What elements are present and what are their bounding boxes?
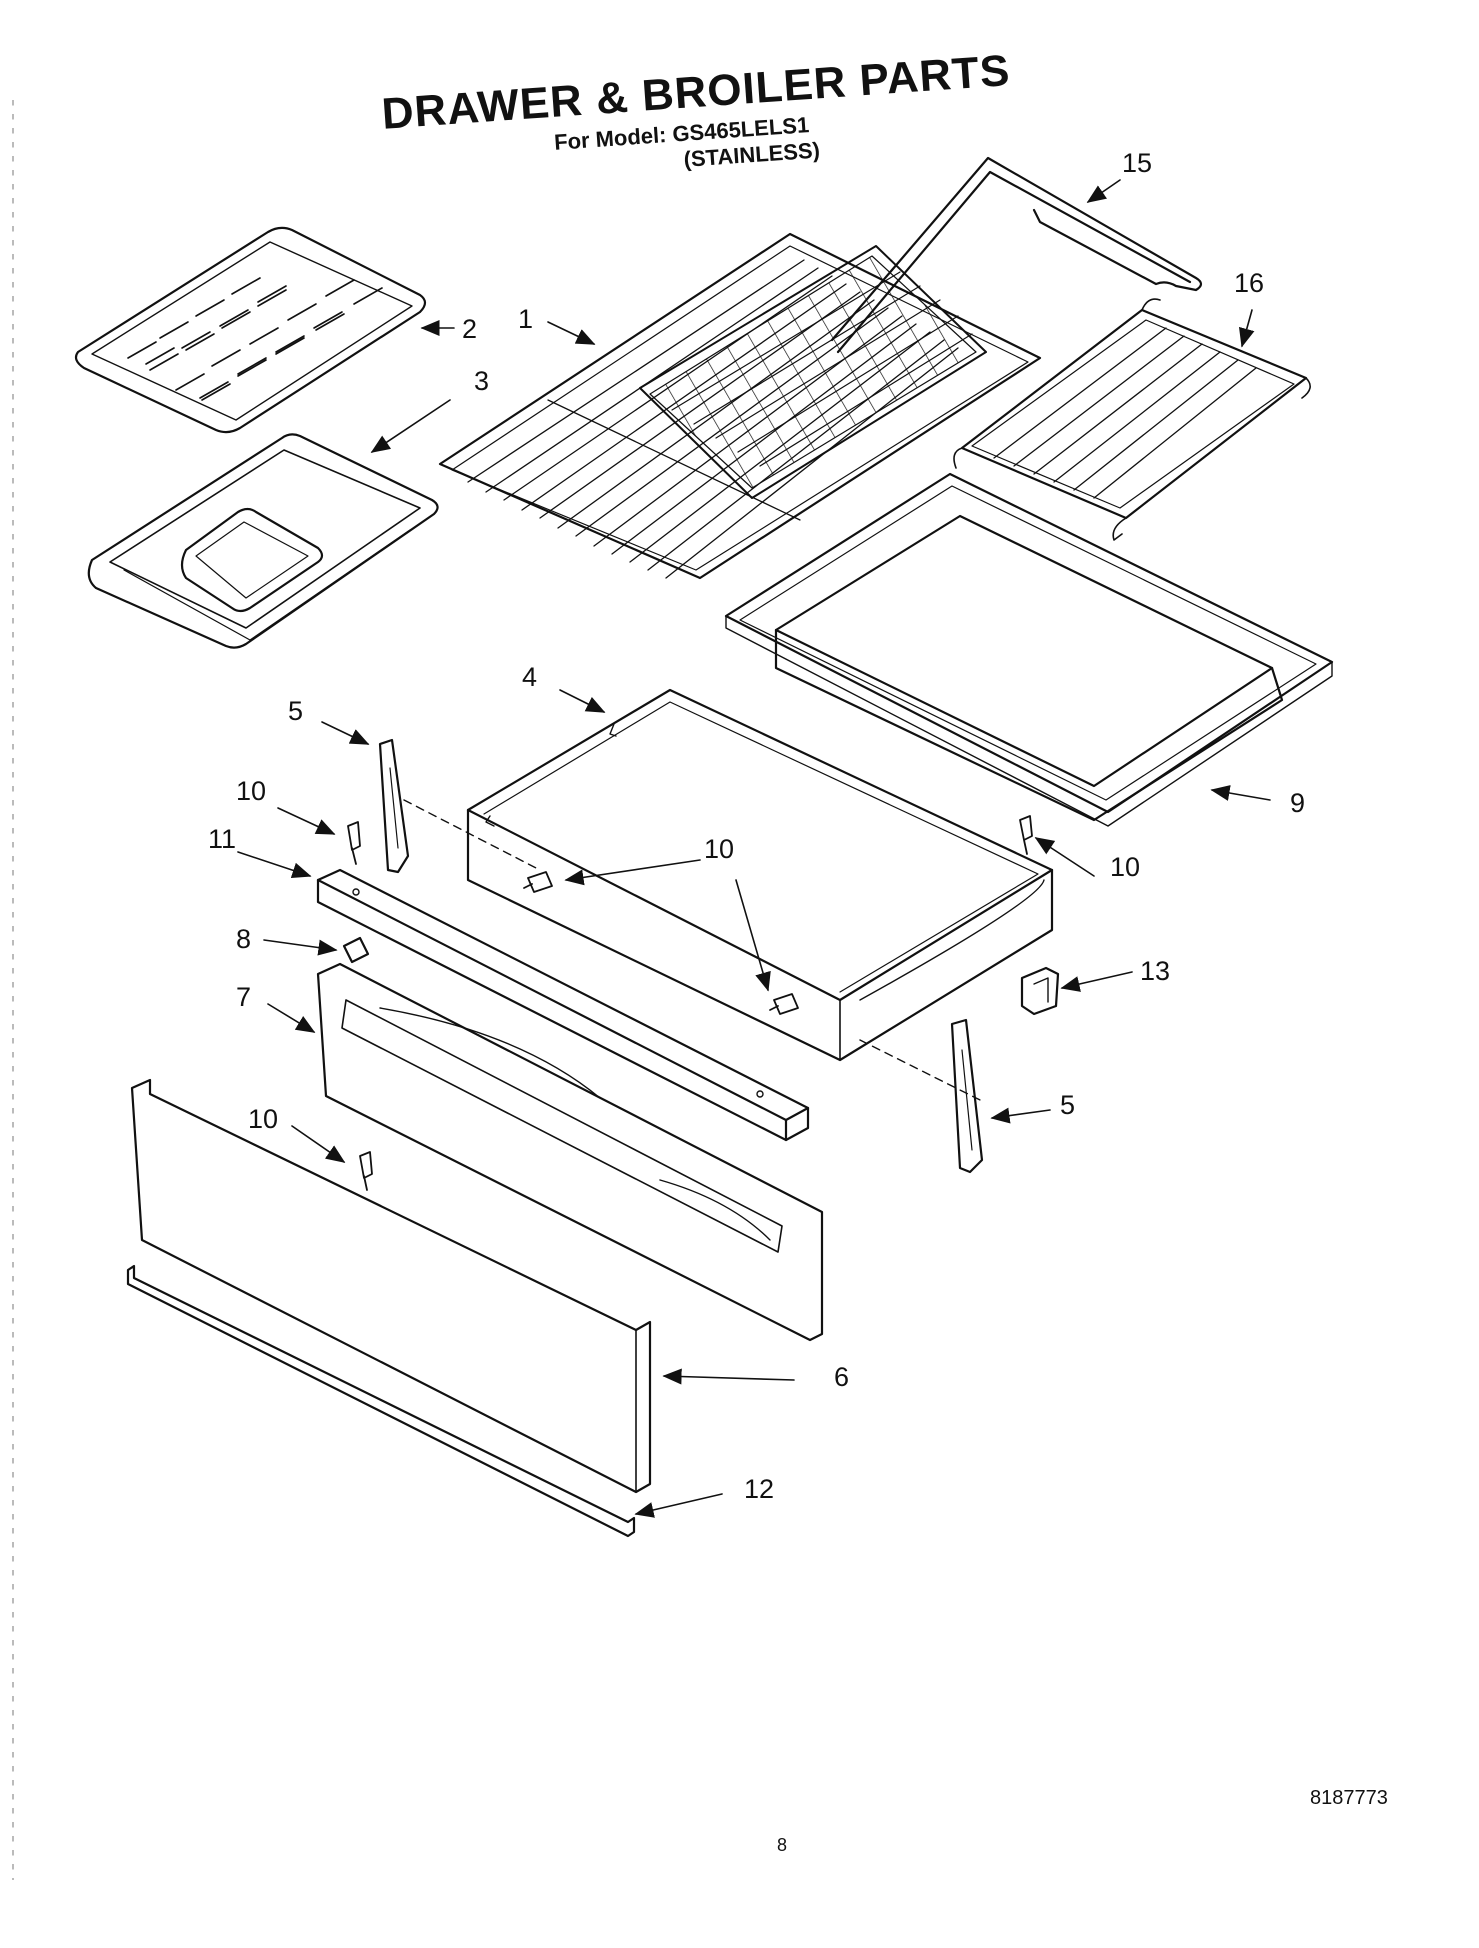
callout-10-center: 10 (704, 834, 735, 864)
document-number: 8187773 (1310, 1787, 1388, 1809)
part-16-wire-rack (953, 298, 1311, 541)
callout-12: 12 (744, 1474, 775, 1504)
part-5-drawer-slide-left (378, 738, 410, 874)
page-number: 8 (777, 1835, 788, 1855)
part-11-front-rail (316, 868, 810, 1142)
assembly-hidden-lines (403, 799, 981, 1101)
part-7-drawer-inner-panel (316, 962, 824, 1342)
callout-11: 11 (208, 824, 237, 854)
callout-15: 15 (1122, 148, 1153, 178)
part-3-broiler-pan (87, 433, 439, 649)
part-15-rack-rail (830, 156, 1203, 354)
callout-7: 7 (236, 982, 252, 1012)
part-9-drawer-pan (724, 472, 1334, 827)
callout-16: 16 (1234, 268, 1265, 298)
part-5-drawer-slide-right (950, 1018, 984, 1174)
part-2-broiler-pan-insert (74, 226, 427, 434)
callout-10-left-top: 10 (236, 776, 267, 806)
callout-3: 3 (474, 366, 490, 396)
callout-10-left-bottom: 10 (248, 1104, 279, 1134)
callout-5-left: 5 (288, 696, 304, 726)
callout-10-right: 10 (1110, 852, 1141, 882)
callout-6: 6 (834, 1362, 850, 1392)
part-4-drawer-body (466, 688, 1054, 1062)
callout-9: 9 (1290, 788, 1306, 818)
callout-4: 4 (522, 662, 538, 692)
callout-1: 1 (518, 304, 534, 334)
part-12-trim-strip (126, 1264, 636, 1538)
callout-2: 2 (462, 314, 478, 344)
part-10-screws (347, 815, 1033, 1191)
part-13-clip (1020, 966, 1060, 1016)
leader-lines (237, 179, 1271, 1518)
callout-13: 13 (1140, 956, 1171, 986)
part-1-broiler-rack (438, 232, 1042, 580)
part-6-drawer-front (130, 1078, 652, 1494)
scan-edge-marks (12, 100, 14, 1880)
callout-5-right: 5 (1060, 1090, 1076, 1120)
callout-8: 8 (236, 924, 252, 954)
part-8-bracket (342, 936, 370, 964)
